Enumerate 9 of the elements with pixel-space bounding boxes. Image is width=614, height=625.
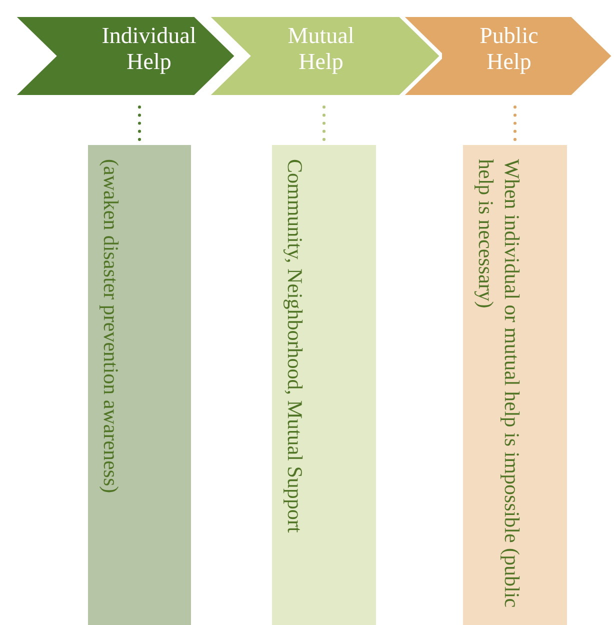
text-panel <box>463 145 567 625</box>
text-panel <box>88 145 191 625</box>
step-label: Individual Help <box>100 23 198 75</box>
panel-text: When individual or mutual help is impossible (public help is necessary) <box>473 159 525 610</box>
text-panel <box>272 145 376 625</box>
panel-text: Community, Neighborhood, Mutual Support <box>282 159 308 533</box>
step-label: Public Help <box>478 23 540 75</box>
panel-text: (awaken disaster prevention awareness) <box>98 159 124 494</box>
step-label: Mutual Help <box>286 23 356 75</box>
